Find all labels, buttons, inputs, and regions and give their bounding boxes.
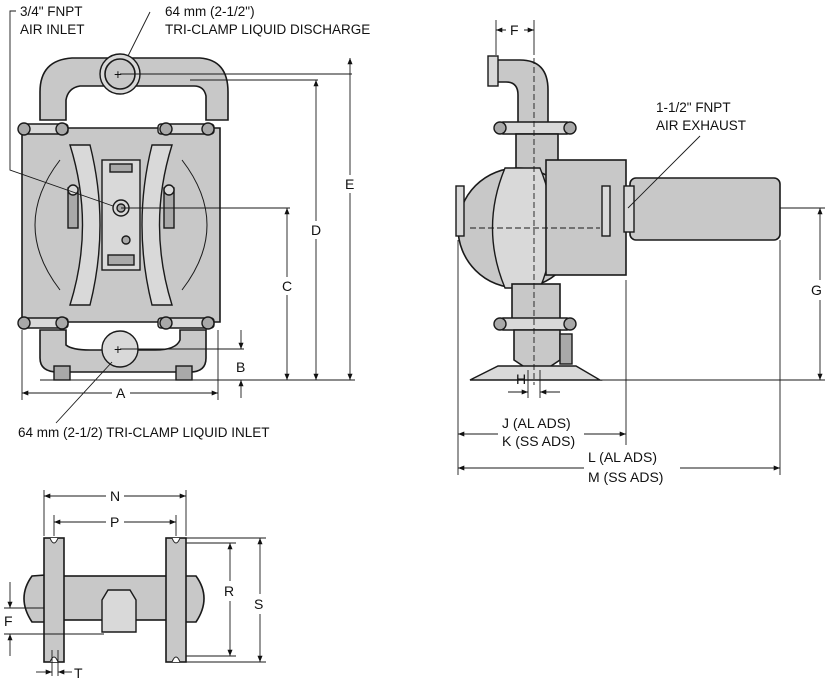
top-view-port	[101, 589, 137, 633]
side-air-valve	[545, 159, 627, 276]
dim-label-J: J (AL ADS)	[502, 415, 571, 431]
dim-label-K: K (SS ADS)	[502, 433, 575, 449]
side-base-plate	[469, 365, 603, 381]
side-view	[455, 55, 781, 385]
dim-label-A: A	[116, 385, 126, 401]
discharge-manifold	[39, 57, 229, 121]
discharge-label-line2: TRI-CLAMP LIQUID DISCHARGE	[165, 22, 370, 37]
svg-text:+: +	[114, 67, 122, 82]
dim-label-D: D	[311, 222, 321, 238]
top-view-left-plate	[43, 537, 65, 663]
dim-label-C: C	[282, 278, 292, 294]
dim-label-M: M (SS ADS)	[588, 469, 663, 485]
top-view-manifold	[23, 574, 47, 623]
front-view: +	[17, 53, 229, 381]
air-inlet-label-line2: AIR INLET	[20, 22, 85, 37]
dim-label-R: R	[224, 583, 234, 599]
air-inlet-label-line1: 3/4" FNPT	[20, 4, 83, 19]
dim-label-T: T	[74, 665, 83, 680]
dim-label-E: E	[345, 176, 354, 192]
dim-label-F-bottom: F	[4, 613, 13, 629]
dim-label-F-side: F	[510, 22, 519, 38]
dim-label-H: H	[516, 371, 526, 387]
air-exhaust-label-line1: 1-1/2" FNPT	[656, 100, 731, 115]
front-callouts: 3/4" FNPT AIR INLET 64 mm (2-1/2") TRI-C…	[9, 4, 370, 440]
dim-label-P: P	[110, 514, 119, 530]
front-dimensions: E D C B A	[21, 58, 360, 402]
discharge-label-line1: 64 mm (2-1/2")	[165, 4, 255, 19]
side-dimensions: F G H J (AL ADS) K (SS ADS) L (AL ADS) M…	[457, 20, 825, 488]
air-exhaust-muffler	[629, 177, 781, 241]
top-view-dimensions: N P R S F T	[4, 487, 269, 680]
dim-label-S: S	[254, 596, 263, 612]
dim-label-B: B	[236, 359, 245, 375]
top-view	[23, 537, 205, 663]
dim-label-L: L (AL ADS)	[588, 449, 657, 465]
liquid-inlet-label: 64 mm (2-1/2) TRI-CLAMP LIQUID INLET	[18, 425, 270, 440]
dim-label-G: G	[811, 282, 822, 298]
dim-label-N: N	[110, 488, 120, 504]
top-view-right-plate	[165, 537, 187, 663]
svg-text:+: +	[114, 342, 122, 357]
air-exhaust-label-line2: AIR EXHAUST	[656, 118, 746, 133]
side-discharge-pipe	[495, 59, 549, 126]
